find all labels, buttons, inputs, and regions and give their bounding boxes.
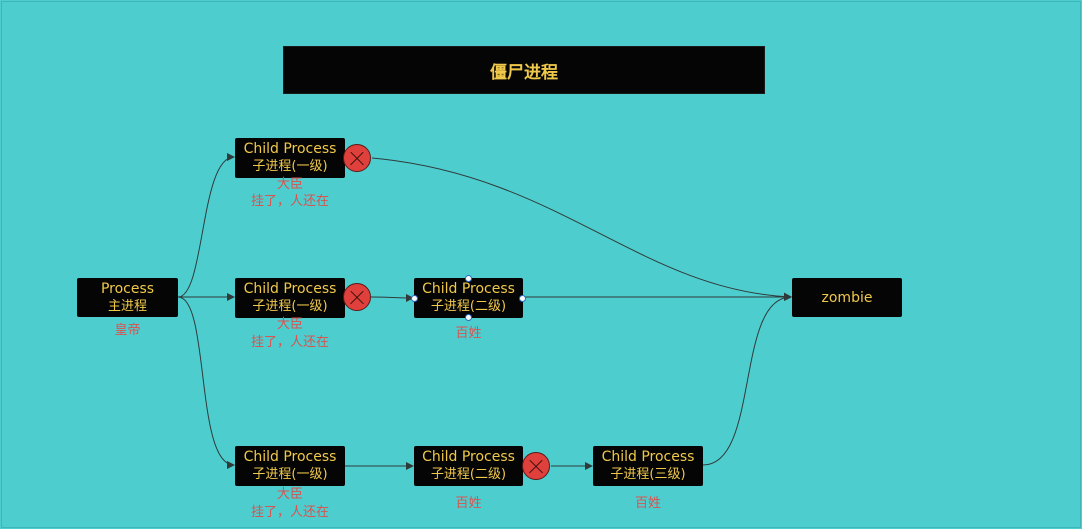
dead-grand-c-x-circle-icon <box>522 452 550 480</box>
selection-handle-bottom-resize-handle-icon[interactable] <box>465 314 472 321</box>
edge-main-child-c[interactable] <box>177 296 235 469</box>
caption-child-a-1: 大臣 <box>276 177 303 192</box>
dead-child-a-x-circle-icon <box>343 144 371 172</box>
node-grand-b-line1: Child Process <box>422 281 515 297</box>
node-child-c-line2: 子进程(一级) <box>252 467 328 482</box>
diagram-title: 僵尸进程 <box>283 46 765 94</box>
node-child-a[interactable]: Child Process 子进程(一级) <box>235 138 345 178</box>
caption-child-c-2: 挂了，人还在 <box>250 505 329 520</box>
node-child-a-line2: 子进程(一级) <box>252 159 328 174</box>
caption-child-b-1: 大臣 <box>276 317 303 332</box>
selection-handle-left-resize-handle-icon[interactable] <box>411 295 418 302</box>
caption-child-c-1: 大臣 <box>276 487 303 502</box>
node-main-line1: Process <box>100 280 155 297</box>
node-main-process[interactable]: Process 主进程 <box>77 278 178 317</box>
node-grand-b-line2: 子进程(二级) <box>430 299 507 314</box>
node-grand-c[interactable]: Child Process 子进程(二级) <box>414 446 523 486</box>
caption-child-b-2: 挂了，人还在 <box>250 335 329 350</box>
node-child-a-line1: Child Process <box>243 141 337 157</box>
caption-great-c: 百姓 <box>634 496 661 511</box>
node-main-line2: 主进程 <box>107 298 147 314</box>
node-child-b[interactable]: Child Process 子进程(一级) <box>235 278 345 318</box>
node-child-c[interactable]: Child Process 子进程(一级) <box>235 446 345 486</box>
caption-grand-c: 百姓 <box>455 496 482 511</box>
caption-main: 皇帝 <box>114 323 141 338</box>
node-child-b-line1: Child Process <box>243 281 337 297</box>
edge-great-c-zombie[interactable] <box>702 293 792 466</box>
node-grand-c-line1: Child Process <box>422 449 515 465</box>
node-zombie[interactable]: zombie <box>792 278 902 317</box>
caption-child-a-2: 挂了，人还在 <box>250 194 329 209</box>
dead-child-b-x-circle-icon <box>343 283 371 311</box>
node-child-c-line1: Child Process <box>243 449 337 465</box>
node-grand-c-line2: 子进程(二级) <box>430 467 507 482</box>
edge-child-b-grand-b[interactable] <box>370 293 414 302</box>
edge-child-a-zombie[interactable] <box>371 157 792 301</box>
node-great-c-line2: 子进程(三级) <box>610 467 686 482</box>
edge-main-child-a[interactable] <box>177 153 235 298</box>
selection-handle-right-resize-handle-icon[interactable] <box>519 295 526 302</box>
node-child-b-line2: 子进程(一级) <box>252 299 328 314</box>
node-zombie-label: zombie <box>821 289 873 306</box>
node-grand-b[interactable]: Child Process 子进程(二级) <box>414 278 523 318</box>
node-great-c[interactable]: Child Process 子进程(三级) <box>593 446 703 486</box>
caption-grand-b: 百姓 <box>455 326 482 341</box>
selection-handle-top-resize-handle-icon[interactable] <box>465 275 472 282</box>
node-great-c-line1: Child Process <box>601 449 695 465</box>
